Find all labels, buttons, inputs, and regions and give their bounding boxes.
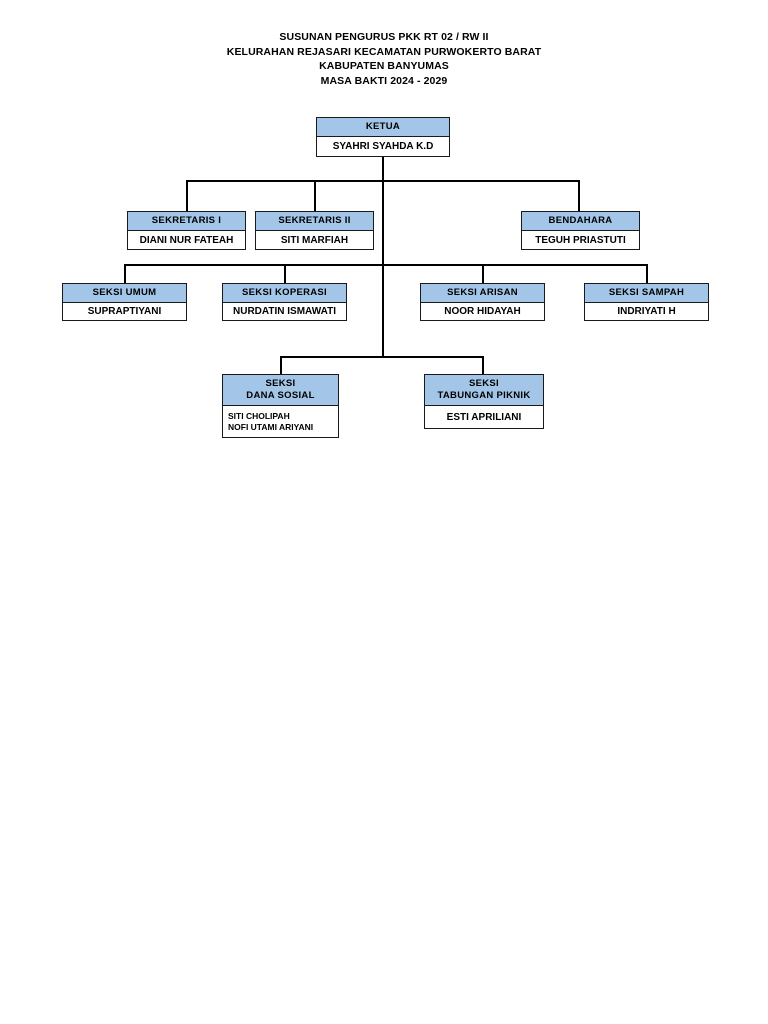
connector-trunk-ketua (382, 157, 384, 356)
member-name: SUPRAPTIYANI (87, 306, 162, 317)
title-line-2: KELURAHAN REJASARI KECAMATAN PURWOKERTO … (226, 45, 542, 58)
connector-drop-seksi-umum (124, 264, 126, 283)
org-node-ketua[interactable]: KETUA SYAHRI SYAHDA K.D (316, 117, 450, 157)
org-node-bendahara-members: TEGUH PRIASTUTI (522, 231, 639, 249)
connector-drop-seksi-sampah (646, 264, 648, 283)
org-node-seksi-sampah-role: SEKSI SAMPAH (585, 284, 708, 303)
page-title: SUSUNAN PENGURUS PKK RT 02 / RW II KELUR… (0, 30, 768, 88)
member-name: SITI CHOLIPAH (228, 411, 290, 421)
org-node-seksi-tabungan-piknik[interactable]: SEKSI TABUNGAN PIKNIK ESTI APRILIANI (424, 374, 544, 429)
role-line: SEKSI (265, 378, 296, 389)
org-node-sekretaris-1-role: SEKRETARIS I (128, 212, 245, 231)
org-node-bendahara[interactable]: BENDAHARA TEGUH PRIASTUTI (521, 211, 640, 250)
org-node-sekretaris-1-members: DIANI NUR FATEAH (128, 231, 245, 249)
org-node-seksi-sampah-members: INDRIYATI H (585, 303, 708, 320)
member-name: NURDATIN ISMAWATI (233, 306, 336, 317)
org-node-seksi-dana-sosial-role: SEKSI DANA SOSIAL (223, 375, 338, 406)
org-node-seksi-dana-sosial[interactable]: SEKSI DANA SOSIAL SITI CHOLIPAH NOFI UTA… (222, 374, 339, 438)
org-node-ketua-role: KETUA (317, 118, 449, 137)
org-node-seksi-dana-sosial-members: SITI CHOLIPAH NOFI UTAMI ARIYANI (223, 406, 338, 437)
title-line-4: MASA BAKTI 2024 - 2029 (320, 74, 448, 87)
connector-drop-sekretaris-2 (314, 180, 316, 211)
member-name: DIANI NUR FATEAH (139, 234, 234, 246)
connector-bar-level3 (124, 264, 648, 266)
connector-drop-bendahara (578, 180, 580, 211)
org-node-seksi-arisan[interactable]: SEKSI ARISAN NOOR HIDAYAH (420, 283, 545, 321)
member-name: ESTI APRILIANI (446, 411, 522, 423)
member-name: INDRIYATI H (617, 306, 676, 317)
org-node-sekretaris-1[interactable]: SEKRETARIS I DIANI NUR FATEAH (127, 211, 246, 250)
org-node-sekretaris-2-members: SITI MARFIAH (256, 231, 373, 249)
member-name: SITI MARFIAH (280, 234, 349, 246)
org-node-ketua-members: SYAHRI SYAHDA K.D (317, 137, 449, 156)
role-line: SEKSI UMUM (92, 287, 157, 298)
role-line: SEKSI (468, 378, 499, 389)
role-line: SEKSI KOPERASI (242, 287, 327, 298)
connector-drop-seksi-tabungan-piknik (482, 356, 484, 374)
role-line: SEKRETARIS I (151, 215, 222, 226)
connector-bar-level4 (280, 356, 484, 358)
org-node-seksi-koperasi-role: SEKSI KOPERASI (223, 284, 346, 303)
role-line: BENDAHARA (548, 215, 613, 226)
member-name: NOOR HIDAYAH (444, 306, 521, 317)
connector-bar-level2 (186, 180, 580, 182)
org-node-seksi-arisan-role: SEKSI ARISAN (421, 284, 544, 303)
org-node-seksi-tabungan-piknik-members: ESTI APRILIANI (425, 406, 543, 428)
connector-drop-seksi-arisan (482, 264, 484, 283)
member-name: SYAHRI SYAHDA K.D (332, 141, 434, 152)
role-line: TABUNGAN PIKNIK (437, 390, 531, 401)
member-name: TEGUH PRIASTUTI (535, 234, 626, 246)
org-node-seksi-koperasi[interactable]: SEKSI KOPERASI NURDATIN ISMAWATI (222, 283, 347, 321)
title-line-3: KABUPATEN BANYUMAS (319, 60, 449, 72)
connector-drop-sekretaris-1 (186, 180, 188, 211)
org-node-seksi-sampah[interactable]: SEKSI SAMPAH INDRIYATI H (584, 283, 709, 321)
role-line: DANA SOSIAL (246, 390, 315, 401)
member-name: NOFI UTAMI ARIYANI (228, 421, 314, 432)
title-line-1: SUSUNAN PENGURUS PKK RT 02 / RW II (279, 31, 489, 43)
org-node-seksi-umum-role: SEKSI UMUM (63, 284, 186, 303)
org-node-seksi-koperasi-members: NURDATIN ISMAWATI (223, 303, 346, 320)
org-node-seksi-tabungan-piknik-role: SEKSI TABUNGAN PIKNIK (425, 375, 543, 406)
org-node-sekretaris-2[interactable]: SEKRETARIS II SITI MARFIAH (255, 211, 374, 250)
role-line: SEKSI SAMPAH (608, 287, 685, 298)
role-line: SEKRETARIS II (278, 215, 351, 226)
role-line: KETUA (365, 121, 401, 132)
role-line: SEKSI ARISAN (447, 287, 518, 298)
org-node-seksi-arisan-members: NOOR HIDAYAH (421, 303, 544, 320)
org-node-bendahara-role: BENDAHARA (522, 212, 639, 231)
org-node-sekretaris-2-role: SEKRETARIS II (256, 212, 373, 231)
org-node-seksi-umum-members: SUPRAPTIYANI (63, 303, 186, 320)
connector-drop-seksi-koperasi (284, 264, 286, 283)
connector-drop-seksi-dana-sosial (280, 356, 282, 374)
org-node-seksi-umum[interactable]: SEKSI UMUM SUPRAPTIYANI (62, 283, 187, 321)
